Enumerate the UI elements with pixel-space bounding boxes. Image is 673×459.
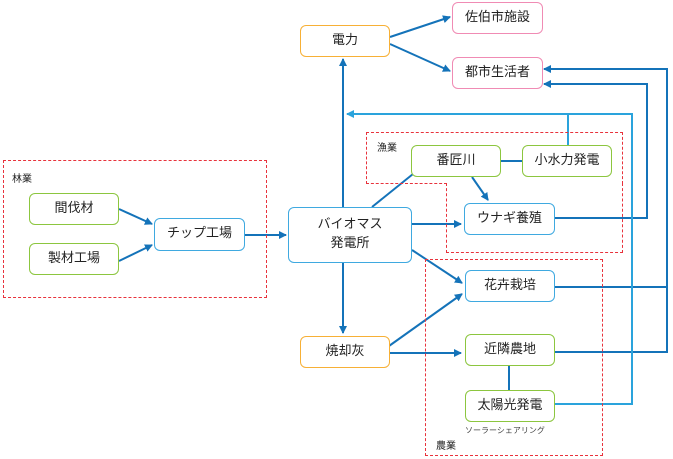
node-electricity[interactable]: 電力	[300, 25, 390, 57]
node-biomass-plant-label-2: 発電所	[330, 236, 370, 251]
node-small-hydro[interactable]: 小水力発電	[522, 145, 612, 177]
node-solar-power[interactable]: 太陽光発電	[465, 390, 555, 422]
edge-farmland-to-urban	[555, 287, 668, 353]
group-forestry	[3, 160, 267, 298]
node-flower-cultivation[interactable]: 花卉栽培	[465, 270, 555, 302]
node-saiki-facilities-label: 佐伯市施設	[464, 9, 530, 25]
edge-eel-to-urban	[543, 80, 648, 219]
group-fishery-bottom	[446, 183, 623, 253]
node-flower-cultivation-label: 花卉栽培	[483, 277, 536, 293]
group-fishery-top	[366, 132, 623, 184]
node-thinning-wood-label: 間伐材	[54, 200, 94, 216]
node-urban-residents-label: 都市生活者	[464, 64, 530, 80]
node-small-hydro-label: 小水力発電	[534, 152, 600, 168]
node-urban-residents[interactable]: 都市生活者	[452, 57, 543, 89]
solar-sharing-note: ソーラーシェアリング	[465, 426, 545, 435]
edge-river-to-eel	[471, 176, 489, 201]
edge-electricity-to-urban	[389, 43, 451, 72]
edge-flower-to-urban	[543, 65, 668, 288]
node-solar-power-label: 太陽光発電	[477, 397, 543, 413]
group-agriculture-label: 農業	[436, 441, 456, 452]
node-saiki-facilities[interactable]: 佐伯市施設	[452, 2, 543, 34]
node-thinning-wood[interactable]: 間伐材	[29, 193, 119, 225]
node-eel-farming[interactable]: ウナギ養殖	[464, 203, 555, 235]
edge-biomass-to-river	[371, 173, 414, 208]
group-agriculture	[425, 259, 603, 456]
group-fishery-label: 漁業	[377, 143, 397, 154]
node-bansho-river[interactable]: 番匠川	[411, 145, 501, 177]
node-electricity-label: 電力	[331, 32, 358, 48]
node-sawmill-label: 製材工場	[47, 250, 100, 266]
node-sawmill[interactable]: 製材工場	[29, 243, 119, 275]
edge-solar-to-electricity	[346, 110, 633, 405]
node-incineration-ash[interactable]: 焼却灰	[300, 336, 390, 368]
group-forestry-label: 林業	[12, 174, 32, 185]
node-eel-farming-label: ウナギ養殖	[476, 210, 542, 226]
node-incineration-ash-label: 焼却灰	[325, 343, 365, 359]
node-biomass-plant[interactable]: バイオマス 発電所	[288, 207, 412, 263]
edge-biomass-to-flower	[411, 249, 463, 284]
node-nearby-farmland[interactable]: 近隣農地	[465, 334, 555, 366]
node-biomass-plant-label-1: バイオマス	[317, 217, 383, 233]
edge-sawmill-to-chip	[118, 244, 153, 262]
node-chip-factory-label: チップ工場	[166, 226, 232, 242]
edge-thinning-to-chip	[118, 208, 153, 225]
node-bansho-river-label: 番匠川	[436, 152, 476, 168]
node-chip-factory[interactable]: チップ工場	[154, 218, 245, 251]
node-nearby-farmland-label: 近隣農地	[483, 341, 536, 357]
edge-electricity-to-saiki	[389, 15, 451, 38]
group-fishery-step	[366, 183, 447, 184]
